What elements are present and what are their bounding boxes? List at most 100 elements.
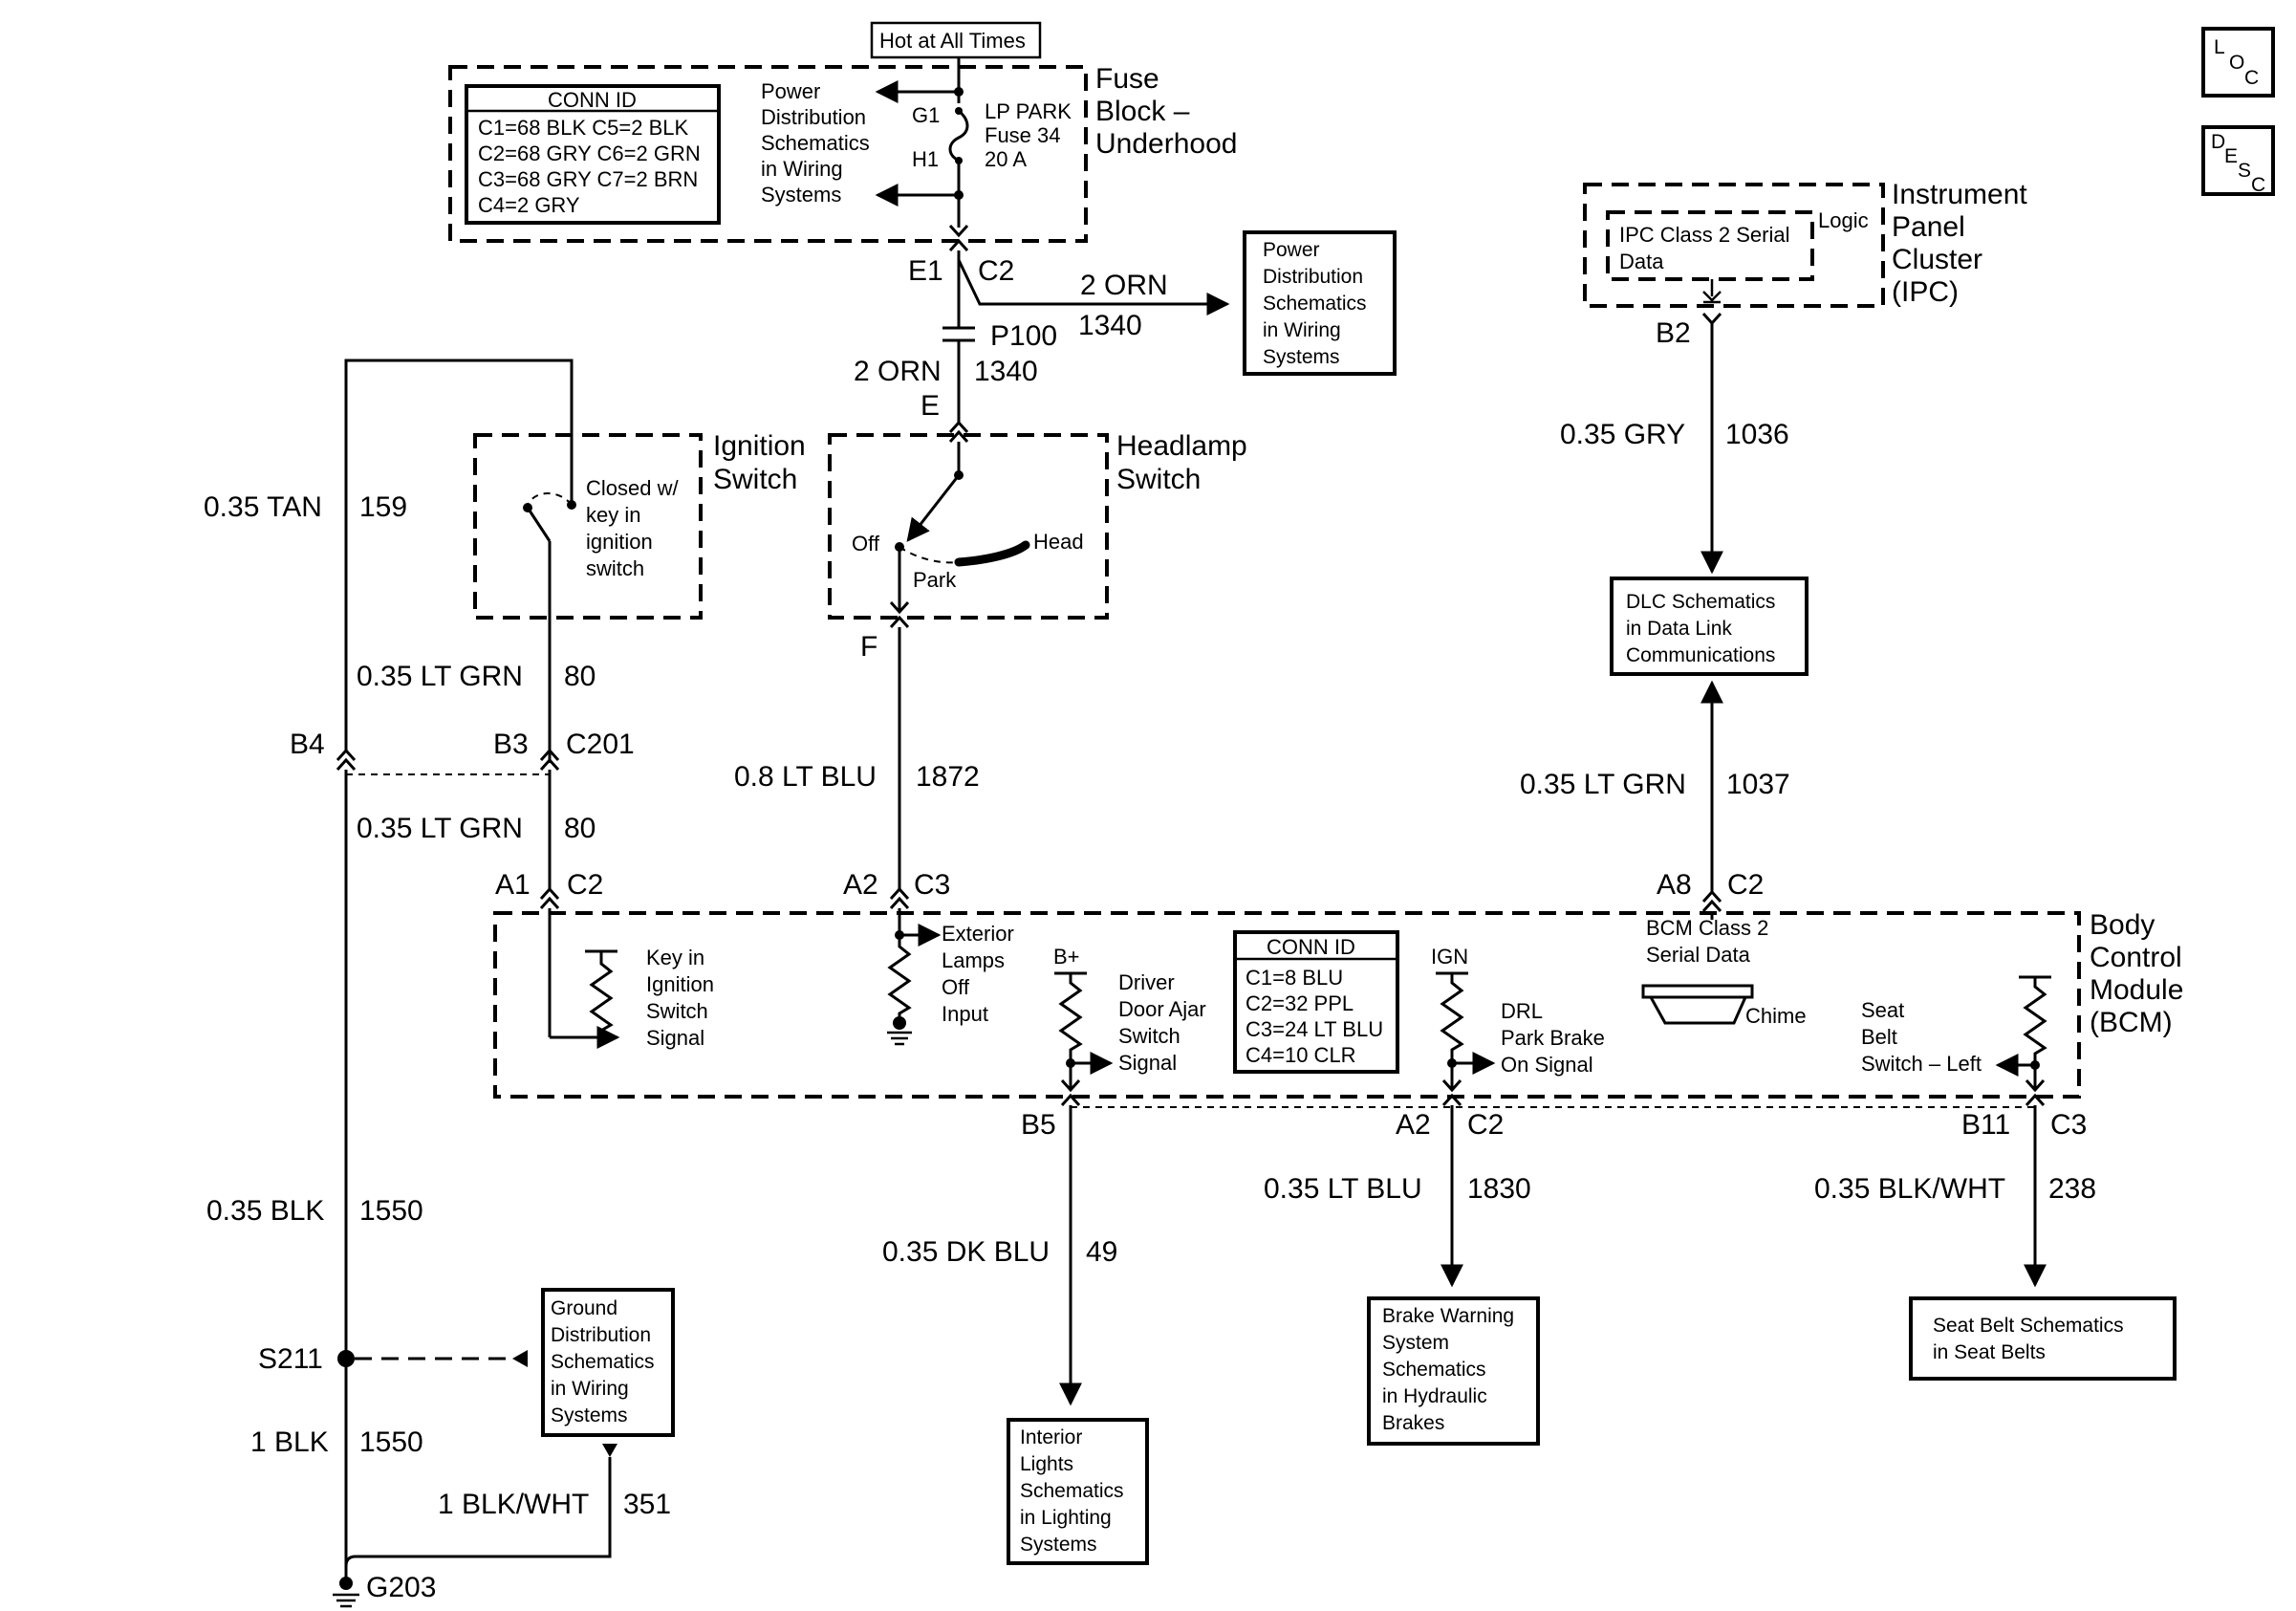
svg-text:in Hydraulic: in Hydraulic (1382, 1385, 1487, 1407)
bcm-seat-belt-circuit (1995, 975, 2051, 1107)
svg-text:O: O (2229, 52, 2244, 74)
bcm-door-ajar-circuit (1054, 971, 1114, 1107)
ipc-data-line-2: Data (1619, 250, 1664, 273)
svg-text:Lamps: Lamps (942, 948, 1005, 972)
svg-text:Fuse: Fuse (1095, 63, 1159, 95)
headlamp-head-contact (954, 540, 1030, 567)
svg-text:C: C (2251, 174, 2265, 196)
headlamp-pin-e: E (921, 390, 940, 422)
fuse-34-symbol (948, 109, 969, 163)
wire-ltgrn-1037-circuit: 1037 (1726, 769, 1790, 800)
branch-wire-1340 (957, 259, 1230, 316)
headlamp-feed-color: 2 ORN (854, 356, 942, 387)
svg-text:C3: C3 (914, 869, 950, 901)
svg-text:P100: P100 (990, 320, 1057, 352)
branch-wire-color: 2 ORN (1080, 270, 1168, 301)
svg-text:Systems: Systems (1020, 1534, 1097, 1556)
ignition-switch-title: Ignition Switch (713, 430, 806, 495)
svg-text:Power: Power (761, 79, 820, 103)
svg-text:A1: A1 (495, 869, 531, 901)
svg-text:Park Brake: Park Brake (1501, 1026, 1605, 1050)
svg-text:Distribution: Distribution (551, 1324, 651, 1346)
seat-belt-reference-box[interactable]: Seat Belt Schematics in Seat Belts (1909, 1296, 2177, 1381)
svg-text:key in: key in (586, 503, 640, 527)
bcm-ign-label: IGN (1431, 945, 1468, 969)
location-icon[interactable]: L O C (2201, 27, 2275, 98)
ipc-pin-b2: B2 (1656, 317, 1691, 349)
svg-text:Switch: Switch (1118, 1024, 1180, 1048)
svg-text:in Wiring: in Wiring (1263, 319, 1341, 341)
connector-c201: B4 B3 C201 (290, 729, 635, 775)
ipc-logic-label: Logic (1818, 208, 1869, 232)
bcm-key-signal-circuit (548, 908, 620, 1049)
svg-text:E: E (2224, 145, 2238, 167)
svg-text:CONN ID: CONN ID (1267, 935, 1355, 959)
svg-text:A8: A8 (1657, 869, 1692, 901)
ipc-data-line-1: IPC Class 2 Serial (1619, 223, 1790, 247)
wire-blkwht-238-color: 0.35 BLK/WHT (1814, 1173, 2005, 1205)
connector-c2-top-label: C2 (978, 255, 1014, 287)
wire-ltgrn-1037-color: 0.35 LT GRN (1520, 769, 1686, 800)
svg-text:Switch: Switch (713, 464, 797, 495)
svg-text:C4=10 CLR: C4=10 CLR (1245, 1043, 1356, 1067)
wire-blkwht-238-circuit: 238 (2048, 1173, 2096, 1205)
brake-warning-reference-box[interactable]: Brake Warning System Schematics in Hydra… (1367, 1296, 1540, 1446)
svg-text:Signal: Signal (1118, 1051, 1177, 1075)
chime-label: Chime (1745, 1004, 1807, 1028)
svg-text:Belt: Belt (1861, 1025, 1897, 1049)
svg-text:C2=68 GRY C6=2 GRN: C2=68 GRY C6=2 GRN (478, 142, 701, 165)
svg-text:C: C (2244, 67, 2259, 89)
wire-blk-lower-circuit: 1550 (359, 1426, 423, 1458)
bcm-bplus-label: B+ (1053, 945, 1080, 969)
ground-g203-label: G203 (366, 1572, 436, 1603)
wire-tan-color: 0.35 TAN (204, 491, 322, 523)
svg-text:Hot at All Times: Hot at All Times (879, 29, 1026, 53)
svg-text:B5: B5 (1021, 1109, 1056, 1141)
bcm-title: Body Control Module (BCM) (2090, 909, 2183, 1038)
svg-text:L: L (2214, 36, 2225, 58)
pds-reference-box[interactable]: Power Distribution Schematics in Wiring … (1243, 230, 1397, 376)
svg-text:C4=2 GRY: C4=2 GRY (478, 193, 580, 217)
svg-text:Seat Belt Schematics: Seat Belt Schematics (1933, 1315, 2124, 1337)
ground-distribution-reference-box[interactable]: Ground Distribution Schematics in Wiring… (541, 1288, 675, 1437)
svg-text:Door Ajar: Door Ajar (1118, 997, 1206, 1021)
splice-s211 (337, 1350, 355, 1367)
svg-text:Systems: Systems (1263, 346, 1340, 368)
svg-text:Control: Control (2090, 942, 2182, 973)
svg-text:20 A: 20 A (985, 147, 1027, 171)
svg-text:Key in: Key in (646, 946, 704, 969)
headlamp-off-label: Off (852, 532, 880, 555)
dlc-reference-box[interactable]: DLC Schematics in Data Link Communicatio… (1610, 577, 1809, 676)
wire-dkblu-circuit: 49 (1086, 1236, 1117, 1268)
headlamp-switch-boundary (828, 433, 1109, 620)
svg-text:Systems: Systems (551, 1404, 628, 1426)
wire-tan-circuit: 159 (359, 491, 407, 523)
terminal-g1: G1 (912, 103, 940, 127)
fuse-block-pds-reference: Power Distribution Schematics in Wiring … (761, 79, 870, 207)
description-icon[interactable]: D E S C (2201, 125, 2275, 196)
svg-text:LP PARK: LP PARK (985, 99, 1072, 123)
svg-text:ignition: ignition (586, 530, 653, 554)
fuse-block-title: Fuse Block – Underhood (1095, 63, 1237, 160)
svg-text:System: System (1382, 1332, 1449, 1354)
ipc-boundary (1583, 183, 1885, 308)
headlamp-head-label: Head (1033, 530, 1084, 554)
svg-text:C3=68 GRY C7=2 BRN: C3=68 GRY C7=2 BRN (478, 167, 698, 191)
svg-text:Cluster: Cluster (1892, 244, 1982, 275)
svg-text:Block –: Block – (1095, 96, 1190, 127)
svg-text:Brakes: Brakes (1382, 1412, 1444, 1434)
bcm-drl-label: DRL Park Brake On Signal (1501, 999, 1605, 1077)
wire-tan-159 (344, 359, 574, 751)
svg-text:Schematics: Schematics (1020, 1480, 1124, 1502)
svg-text:(BCM): (BCM) (2090, 1007, 2173, 1038)
ignition-switch-contact (526, 507, 552, 542)
svg-text:B11: B11 (1961, 1109, 2010, 1141)
bcm-boundary (493, 911, 2081, 1099)
interior-lights-reference-box[interactable]: Interior Lights Schematics in Lighting S… (1007, 1418, 1149, 1565)
headlamp-park-label: Park (913, 568, 957, 592)
wire-blk-upper-color: 0.35 BLK (206, 1195, 324, 1227)
ipc-serial-data-block (1606, 210, 1814, 281)
svg-text:Panel: Panel (1892, 211, 1965, 243)
svg-text:B3: B3 (493, 729, 529, 760)
